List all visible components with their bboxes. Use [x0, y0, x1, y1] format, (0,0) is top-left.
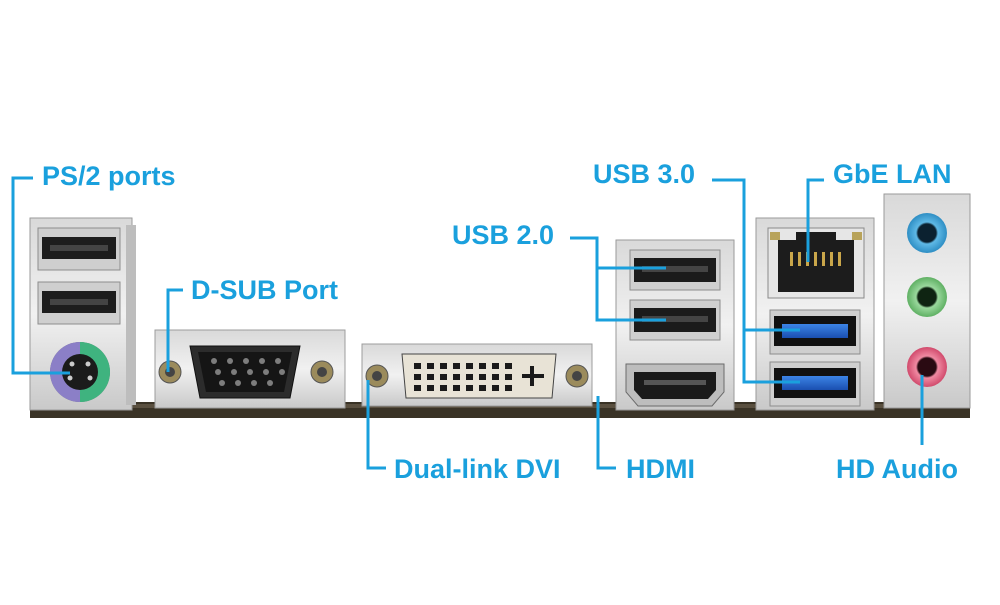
hd-audio-label: HD Audio [836, 454, 958, 484]
usb30-leader [712, 178, 800, 332]
usb-hdmi-stack [615, 239, 735, 411]
usb20-leader-2 [595, 268, 666, 322]
audio-jack-icon[interactable] [907, 213, 947, 253]
leader-lines [11, 176, 924, 470]
usb20-label: USB 2.0 [452, 220, 555, 250]
gbe-lan-label: GbE LAN [833, 159, 952, 189]
rj45-port-icon[interactable] [767, 227, 865, 299]
dsub-leader [166, 288, 183, 372]
dvi-port-icon[interactable] [361, 343, 593, 407]
usb30-label: USB 3.0 [593, 159, 696, 189]
dsub-label: D-SUB Port [191, 275, 338, 305]
usb-port-icon[interactable] [37, 281, 121, 325]
audio-jack-icon[interactable] [907, 277, 947, 317]
dvi-label: Dual-link DVI [394, 454, 561, 484]
usb-port-icon[interactable] [37, 227, 121, 271]
lan-leader [806, 178, 824, 262]
lan-usb3-stack [755, 217, 875, 411]
usb-port-icon[interactable] [629, 249, 721, 291]
audio-panel [883, 193, 971, 409]
hdmi-label: HDMI [626, 454, 695, 484]
ps2-usb-stack [29, 217, 136, 411]
vga-port-icon[interactable] [154, 329, 346, 409]
hdmi-leader [596, 396, 616, 470]
usb30-leader-2 [742, 330, 800, 384]
ps2-leader [11, 176, 70, 375]
usb-port-icon[interactable] [769, 309, 861, 355]
ps2-label: PS/2 ports [42, 161, 176, 191]
usb-port-icon[interactable] [769, 361, 861, 407]
dvi-leader [366, 380, 386, 470]
usb20-leader [570, 236, 666, 270]
audio-jack-icon[interactable] [907, 347, 947, 387]
hdmi-port-icon[interactable] [625, 363, 725, 407]
